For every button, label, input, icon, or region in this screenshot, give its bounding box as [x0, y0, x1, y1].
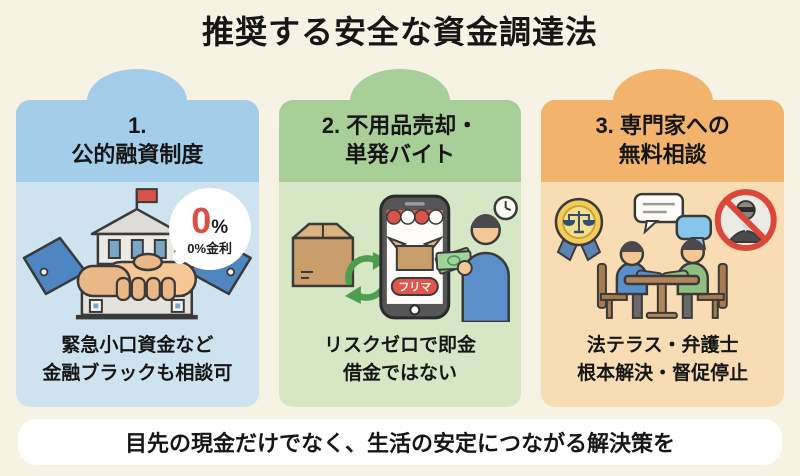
card-title: 公的融資制度: [71, 141, 204, 167]
consultation-table-icon: [597, 238, 729, 319]
card-public-loans-header: 1. 公的融資制度: [16, 99, 259, 182]
app-button: [390, 276, 439, 296]
zero-interest-badge: 0 % 0%金利: [168, 187, 251, 270]
card-expert-consultation: 3. 専門家への 無料相談: [541, 68, 785, 407]
no-loan-shark-icon: [715, 188, 778, 251]
card-expert-consultation-header: 3. 専門家への 無料相談: [541, 99, 785, 182]
cards-row: 1. 公的融資制度: [0, 68, 800, 407]
card-public-loans-body: 0 % 0%金利 緊急小口資金など 金融ブラックも相談可: [16, 181, 259, 407]
card-sell-items-body: フリマ: [278, 181, 522, 407]
cardboard-box-icon: [291, 222, 354, 287]
marketplace-phone-icon: フリマ: [379, 194, 450, 320]
badge-zero-number: 0: [191, 199, 212, 241]
card-title-line1: 3. 専門家への: [595, 113, 730, 138]
card-title-line2: 無料相談: [618, 141, 707, 167]
consultation-illustration: [555, 188, 778, 319]
phone-app-label: フリマ: [398, 281, 431, 293]
justice-award-icon: [555, 197, 604, 262]
speech-bubbles-icon: [633, 192, 713, 251]
advisor-person: [661, 238, 710, 319]
flea-market-illustration: フリマ: [291, 194, 518, 322]
person-with-cash-icon: [434, 213, 510, 322]
flag-icon: [135, 187, 158, 203]
scales-icon: [563, 210, 596, 233]
card-sell-items: 2. 不用品売却・ 単発バイト: [278, 68, 522, 407]
bank-handshake-illustration: [22, 187, 252, 320]
card-title-line1: 2. 不用品売却・: [321, 113, 479, 138]
clock-icon: [493, 195, 518, 220]
card-expert-consultation-body: 法テラス・弁護士 根本解決・督促停止: [541, 181, 785, 407]
card-number: 1.: [128, 113, 147, 138]
card-caption: 緊急小口資金など 金融ブラックも相談可: [42, 334, 233, 385]
page-title: 推奨する安全な資金調達法: [201, 14, 598, 50]
card-title-line2: 単発バイト: [345, 141, 456, 167]
badge-percent-sign: %: [211, 216, 229, 238]
card-sell-items-header: 2. 不用品売却・ 単発バイト: [278, 99, 522, 182]
card-public-loans: 1. 公的融資制度: [16, 68, 259, 407]
footer-banner: 目先の現金だけでなく、生活の安定につながる解決策を: [18, 418, 782, 465]
home-button-icon: [408, 304, 420, 316]
card-caption: 法テラス・弁護士 根本解決・督促停止: [577, 334, 749, 385]
badge-subtext: 0%金利: [187, 240, 233, 256]
card-caption: リスクゼロで即金 借金ではない: [324, 334, 477, 385]
